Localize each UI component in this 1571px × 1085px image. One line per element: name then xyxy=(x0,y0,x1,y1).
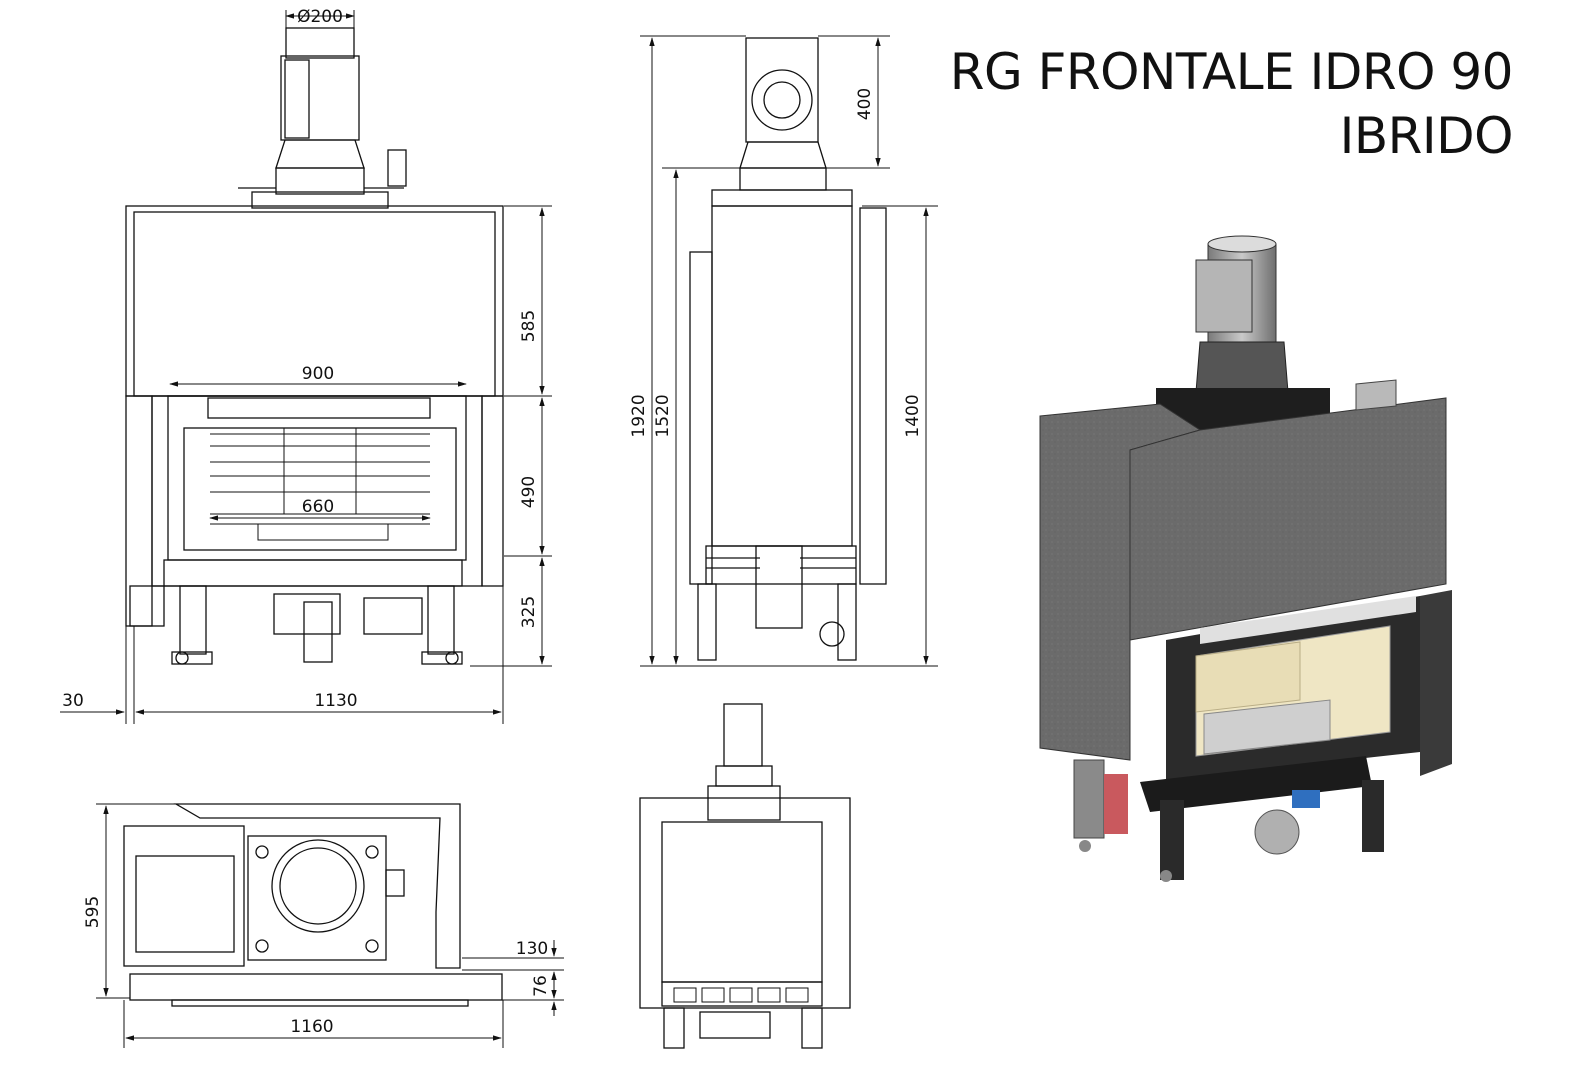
dim-depth: 595 xyxy=(83,896,103,928)
dim-top-width: 1160 xyxy=(290,1017,333,1037)
dim-firebox-width: 660 xyxy=(302,497,334,517)
title-line-2: IBRIDO xyxy=(1339,107,1514,165)
dim-total-width: 1130 xyxy=(314,691,357,711)
side-dimensions xyxy=(640,35,938,667)
rear-view xyxy=(639,703,851,1049)
dim-rear-offset: 130 xyxy=(516,939,548,959)
fireplace-3d-render xyxy=(1039,235,1452,882)
dim-opening-width: 900 xyxy=(302,364,334,384)
dim-body-height: 1520 xyxy=(653,394,673,437)
side-view xyxy=(689,37,887,661)
dim-side-offset: 30 xyxy=(62,691,84,711)
front-dimensions xyxy=(60,10,552,724)
top-view xyxy=(123,803,503,1007)
dim-total-height: 1920 xyxy=(629,394,649,437)
dim-front-offset: 76 xyxy=(531,975,551,997)
dim-flue-height: 400 xyxy=(855,88,875,120)
front-view xyxy=(125,27,504,665)
drawing-title: RG FRONTALE IDRO 90 IBRIDO xyxy=(949,40,1514,168)
dim-base-height: 325 xyxy=(519,596,539,628)
dim-flue-diameter: Ø200 xyxy=(297,7,343,27)
dim-opening-height: 490 xyxy=(519,476,539,508)
dim-side-height: 1400 xyxy=(903,394,923,437)
title-line-1: RG FRONTALE IDRO 90 xyxy=(949,43,1514,101)
top-dimensions xyxy=(96,803,564,1048)
dim-upper-height: 585 xyxy=(519,310,539,342)
